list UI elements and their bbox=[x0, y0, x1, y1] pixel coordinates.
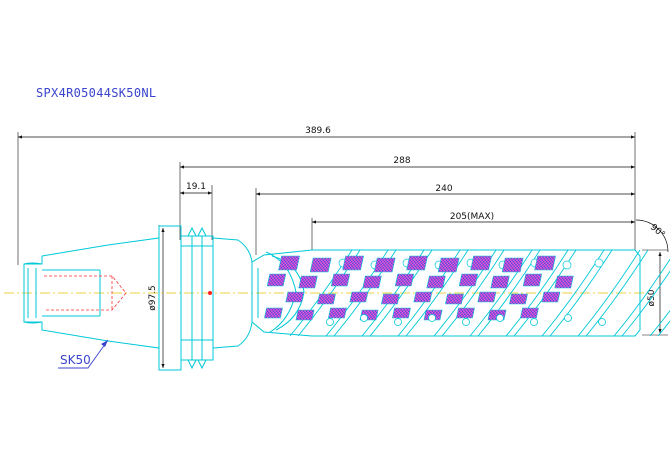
insert bbox=[541, 291, 561, 303]
flute-line bbox=[613, 258, 670, 337]
insert bbox=[266, 273, 287, 287]
insert bbox=[522, 273, 543, 287]
screw-hole bbox=[360, 314, 368, 322]
insert bbox=[298, 275, 318, 289]
screw-hole bbox=[564, 314, 572, 322]
screw-hole bbox=[428, 314, 436, 322]
insert bbox=[490, 275, 510, 289]
angle-arc-90 bbox=[635, 219, 669, 253]
insert bbox=[413, 291, 433, 303]
flute-line bbox=[577, 249, 641, 337]
flute-line bbox=[649, 309, 670, 337]
flute-line bbox=[405, 249, 469, 337]
dim-flange-to-tip: 288 bbox=[393, 156, 410, 166]
screw-hole bbox=[530, 318, 538, 326]
insert bbox=[295, 309, 315, 321]
insert bbox=[501, 257, 524, 273]
insert bbox=[470, 255, 492, 271]
taper-label: SK50 bbox=[60, 353, 91, 367]
insert bbox=[373, 257, 396, 273]
sk50-leader bbox=[58, 339, 109, 369]
screw-hole bbox=[394, 318, 402, 326]
insert bbox=[458, 273, 479, 287]
insert bbox=[278, 255, 300, 271]
dim-flange-width: 19.1 bbox=[186, 182, 206, 192]
insert-screw bbox=[594, 258, 604, 268]
insert bbox=[317, 293, 336, 305]
insert bbox=[342, 255, 364, 271]
insert-screw-holes bbox=[326, 314, 606, 326]
insert bbox=[381, 293, 400, 305]
dim-body-length: 240 bbox=[435, 184, 452, 194]
insert bbox=[309, 257, 332, 273]
center-mark bbox=[208, 291, 212, 295]
screw-hole bbox=[496, 314, 504, 322]
insert bbox=[328, 307, 347, 319]
sk50-leader-arrow bbox=[101, 340, 108, 347]
dim-tip-angle: 90° bbox=[648, 223, 667, 241]
insert bbox=[445, 293, 464, 305]
dim-flange-diameter: ø97.5 bbox=[148, 285, 158, 311]
insert bbox=[349, 291, 369, 303]
flute-line bbox=[621, 270, 670, 337]
insert bbox=[392, 307, 411, 319]
insert bbox=[520, 307, 539, 319]
insert bbox=[285, 291, 305, 303]
insert bbox=[394, 273, 415, 287]
flute-line bbox=[505, 249, 569, 337]
insert bbox=[426, 275, 446, 289]
insert bbox=[554, 275, 574, 289]
flute-line bbox=[469, 249, 533, 337]
flange bbox=[158, 225, 253, 371]
insert bbox=[534, 255, 556, 271]
flute-line bbox=[585, 249, 649, 337]
sk50-taper bbox=[23, 237, 160, 349]
dimension-lines bbox=[18, 135, 669, 368]
flute-line bbox=[441, 249, 505, 337]
extension-lines bbox=[17, 132, 668, 370]
dim-cutting-length: 205(MAX) bbox=[450, 212, 494, 222]
flute-line bbox=[657, 320, 670, 337]
insert bbox=[477, 291, 497, 303]
insert bbox=[456, 307, 475, 319]
insert bbox=[437, 257, 460, 273]
insert bbox=[406, 255, 428, 271]
insert bbox=[330, 273, 351, 287]
insert bbox=[362, 275, 382, 289]
part-number-title: SPX4R05044SK50NL bbox=[36, 86, 157, 100]
screw-hole bbox=[598, 318, 606, 326]
flute-line bbox=[549, 249, 613, 337]
pull-stud-bore bbox=[44, 275, 127, 311]
screw-hole bbox=[326, 318, 334, 326]
screw-hole bbox=[462, 318, 470, 326]
insert bbox=[264, 307, 283, 319]
dim-overall-length: 389.6 bbox=[305, 126, 331, 136]
insert-screw bbox=[562, 260, 572, 270]
insert bbox=[509, 293, 528, 305]
cutting-inserts bbox=[264, 255, 604, 321]
